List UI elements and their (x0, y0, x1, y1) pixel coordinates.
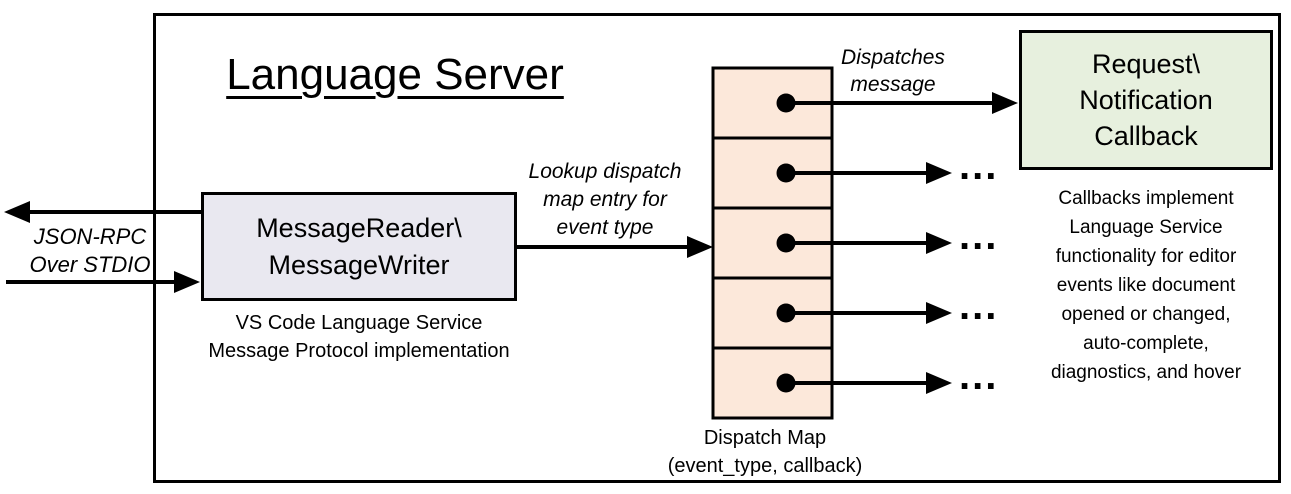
lookup-label-line3: event type (556, 216, 654, 239)
stdio-out-arrow (4, 201, 201, 223)
ellipsis-2: ... (959, 214, 999, 258)
callback-note-line2: Language Service (1069, 217, 1223, 238)
lookup-label: Lookup dispatch map entry for event type (512, 158, 698, 242)
dispatch-arrow-4 (786, 302, 952, 324)
dispatches-message-label: Dispatches message (810, 44, 976, 98)
dispatch-map-caption-line2: (event_type, callback) (667, 455, 863, 477)
callback-note-line3: functionality for editor (1055, 246, 1237, 267)
ellipsis-1: ... (959, 144, 999, 188)
callback-box-line1: Request\ (1091, 49, 1201, 79)
dispatches-message-line2: message (850, 73, 936, 96)
diagram-title: Language Server (226, 50, 564, 99)
message-box-line2: MessageWriter (268, 249, 450, 280)
stdio-label-line2: Over STDIO (29, 252, 151, 277)
dispatch-arrow-1 (786, 92, 1018, 114)
callback-note-line6: auto-complete, (1083, 333, 1209, 354)
message-reader-writer-box: MessageReader\ MessageWriter (201, 192, 517, 301)
dispatch-arrow-2 (786, 162, 952, 184)
ellipsis-4: ... (959, 354, 999, 398)
message-box-caption-line2: Message Protocol implementation (208, 340, 510, 362)
dispatches-message-line1: Dispatches (841, 46, 945, 69)
message-box-caption-line1: VS Code Language Service (235, 312, 483, 334)
stdio-label: JSON-RPC Over STDIO (15, 223, 165, 279)
callback-box-line2: Notification (1079, 85, 1213, 115)
language-server-boundary-box (153, 13, 1281, 483)
message-box-caption: VS Code Language Service Message Protoco… (186, 309, 532, 365)
callback-note-line4: events like document (1056, 275, 1236, 296)
dispatch-arrow-3 (786, 232, 952, 254)
lookup-label-line1: Lookup dispatch (528, 160, 682, 183)
callback-note: Callbacks implement Language Service fun… (1018, 184, 1274, 387)
dispatch-arrow-5 (786, 372, 952, 394)
callback-note-line1: Callbacks implement (1058, 188, 1234, 209)
dispatch-map-caption: Dispatch Map (event_type, callback) (640, 424, 890, 480)
callback-note-line5: opened or changed, (1061, 304, 1231, 325)
stdio-label-line1: JSON-RPC (33, 224, 147, 249)
lookup-label-line2: map entry for (543, 188, 667, 211)
ellipsis-3: ... (959, 284, 999, 328)
callback-note-line7: diagnostics, and hover (1050, 362, 1242, 383)
lookup-arrow (517, 236, 713, 258)
message-box-line1: MessageReader\ (256, 212, 462, 243)
request-notification-callback-box: Request\ Notification Callback (1019, 30, 1273, 170)
stdio-in-arrow (6, 271, 200, 293)
dispatch-map-caption-line1: Dispatch Map (703, 427, 827, 449)
callback-box-line3: Callback (1094, 121, 1198, 151)
